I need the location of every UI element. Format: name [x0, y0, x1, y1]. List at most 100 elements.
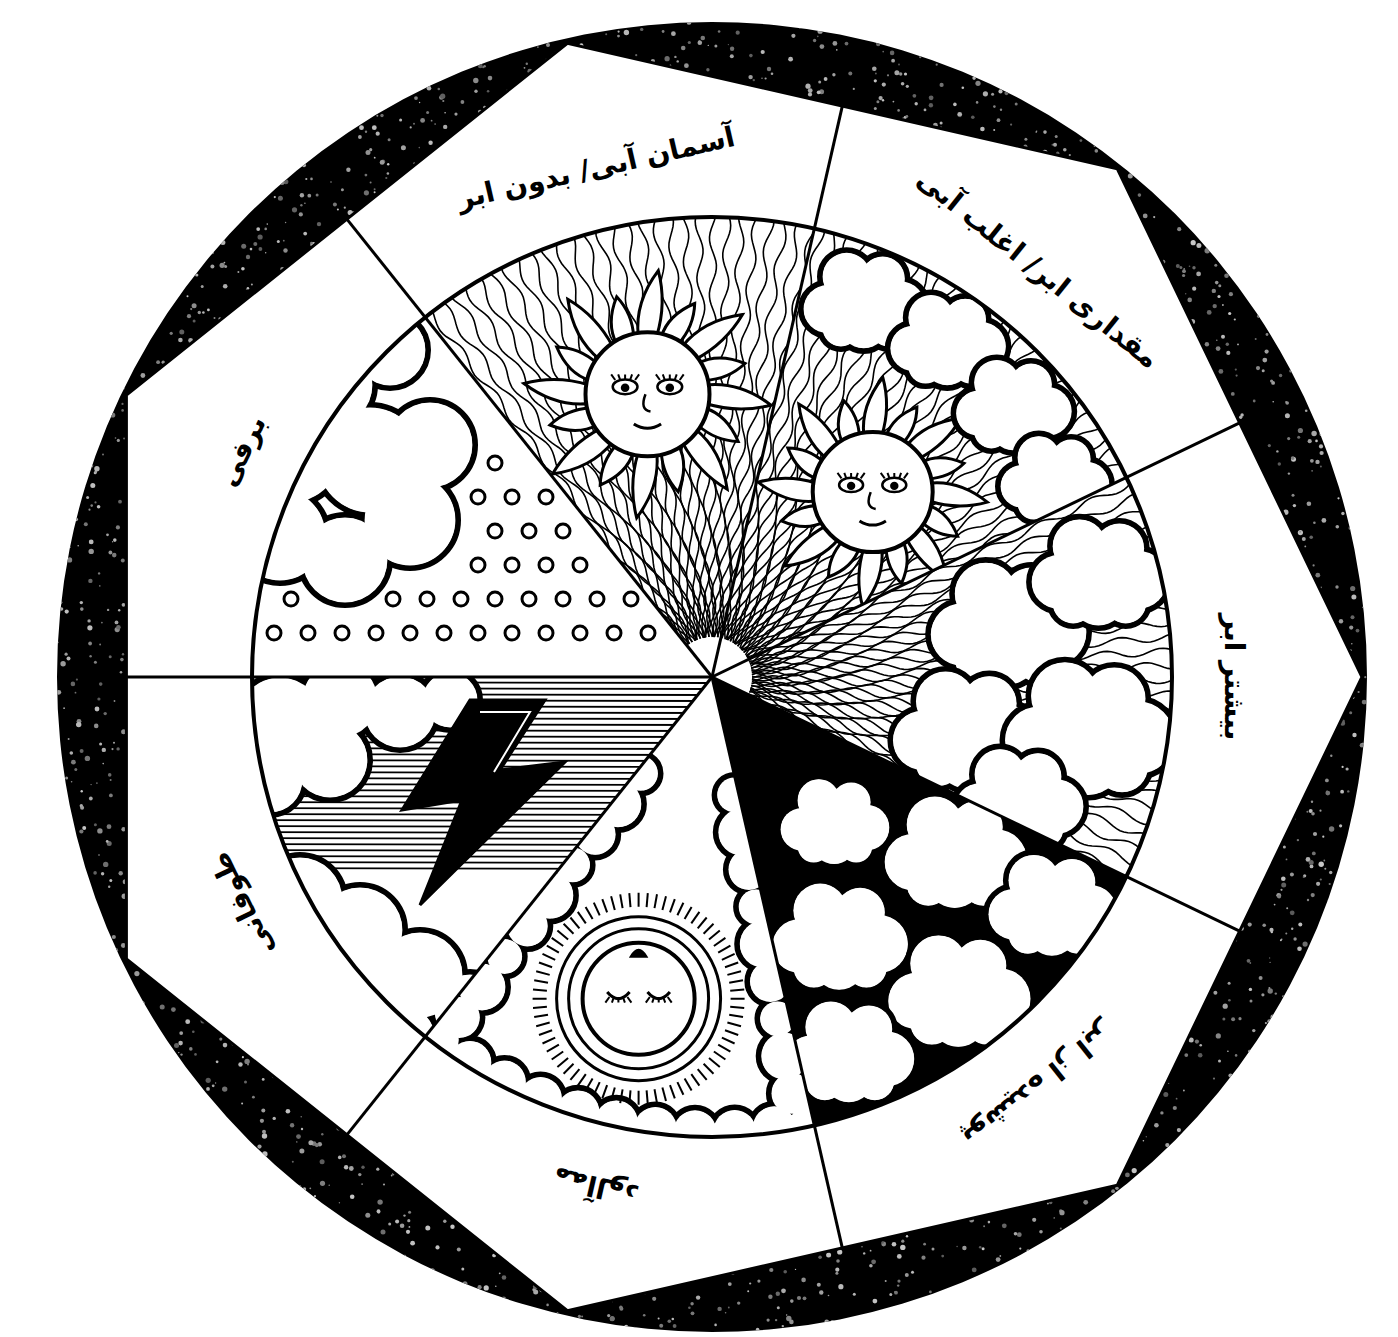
grain-speck — [668, 1320, 672, 1324]
grain-speck — [1207, 310, 1212, 315]
eyelash — [850, 473, 852, 478]
grain-speck — [140, 355, 142, 357]
halo-tick — [629, 1090, 630, 1104]
grain-speck — [1060, 1227, 1062, 1229]
grain-speck — [1316, 419, 1320, 423]
grain-speck — [1307, 502, 1312, 507]
grain-speck — [110, 779, 112, 781]
grain-speck — [403, 1255, 406, 1258]
grain-speck — [1263, 318, 1267, 322]
eyelash — [663, 374, 665, 380]
grain-speck — [97, 828, 102, 833]
grain-speck — [377, 1209, 381, 1213]
grain-speck — [820, 44, 825, 49]
snowflake-dot — [573, 558, 587, 572]
grain-speck — [818, 29, 823, 34]
grain-speck — [1238, 1017, 1241, 1020]
grain-speck — [1235, 1054, 1238, 1057]
grain-speck — [109, 879, 112, 882]
grain-speck — [407, 1219, 410, 1222]
grain-speck — [1192, 266, 1195, 269]
grain-speck — [1000, 109, 1002, 111]
grain-speck — [82, 826, 86, 830]
grain-speck — [899, 72, 902, 75]
grain-speck — [80, 607, 84, 611]
grain-speck — [1252, 1029, 1255, 1032]
grain-speck — [130, 363, 135, 368]
grain-speck — [818, 81, 821, 84]
grain-speck — [273, 1117, 276, 1120]
grain-speck — [688, 41, 691, 44]
grain-speck — [120, 386, 125, 391]
grain-speck — [1280, 889, 1282, 891]
grain-speck — [795, 24, 799, 28]
grain-speck — [1310, 865, 1314, 869]
grain-speck — [61, 560, 65, 564]
grain-speck — [889, 1293, 892, 1296]
grain-speck — [1290, 910, 1295, 915]
cloud-outline — [736, 887, 776, 927]
grain-speck — [201, 285, 204, 288]
grain-speck — [413, 123, 415, 125]
halo-tick — [578, 912, 586, 924]
grain-speck — [853, 1293, 856, 1296]
grain-speck — [1268, 987, 1270, 989]
grain-speck — [365, 174, 368, 177]
halo-tick — [534, 1015, 548, 1017]
grain-speck — [1323, 860, 1325, 862]
grain-speck — [262, 1078, 265, 1081]
grain-speck — [749, 1282, 751, 1284]
grain-speck — [1272, 401, 1274, 403]
grain-speck — [483, 65, 486, 68]
grain-speck — [1339, 619, 1343, 623]
grain-speck — [110, 412, 115, 417]
grain-speck — [97, 505, 101, 509]
cloud-fill — [840, 830, 872, 862]
grain-speck — [113, 742, 115, 744]
grain-speck — [873, 1299, 878, 1304]
grain-speck — [383, 1183, 385, 1185]
grain-speck — [102, 453, 104, 455]
grain-speck — [290, 1123, 294, 1127]
grain-speck — [487, 90, 490, 93]
grain-speck — [1328, 898, 1333, 903]
sun-ray — [638, 271, 662, 336]
grain-speck — [427, 86, 432, 91]
grain-speck — [1205, 248, 1210, 253]
grain-speck — [941, 1255, 944, 1258]
cloud-fill — [1010, 364, 1052, 406]
grain-speck — [171, 1007, 176, 1012]
grain-speck — [223, 1043, 228, 1048]
grain-speck — [1298, 530, 1303, 535]
halo-tick — [638, 893, 640, 907]
cloud-fill — [908, 349, 942, 383]
grain-speck — [1281, 883, 1286, 888]
grain-speck — [526, 63, 528, 65]
grain-speck — [113, 538, 117, 542]
grain-speck — [1281, 877, 1286, 882]
grain-speck — [94, 724, 99, 729]
halo-tick — [594, 903, 600, 916]
halo-tick — [655, 1089, 658, 1103]
grain-speck — [1302, 384, 1304, 386]
eyelash — [844, 473, 846, 478]
grain-speck — [1231, 1017, 1235, 1021]
grain-speck — [372, 125, 377, 130]
grain-speck — [305, 178, 307, 180]
grain-speck — [1360, 743, 1364, 747]
cloud-fill — [974, 414, 1008, 448]
grain-speck — [237, 271, 239, 273]
grain-speck — [1268, 988, 1273, 993]
grain-speck — [1286, 859, 1288, 861]
grain-speck — [940, 122, 943, 125]
grain-speck — [906, 1235, 908, 1237]
grain-speck — [1293, 985, 1296, 988]
eye — [657, 379, 682, 394]
grain-speck — [1291, 457, 1296, 462]
snowflake-dot — [522, 592, 536, 606]
grain-speck — [90, 784, 91, 785]
grain-speck — [170, 332, 173, 335]
grain-speck — [897, 1284, 899, 1286]
snowflake-dot — [505, 626, 519, 640]
grain-speck — [688, 1307, 691, 1310]
